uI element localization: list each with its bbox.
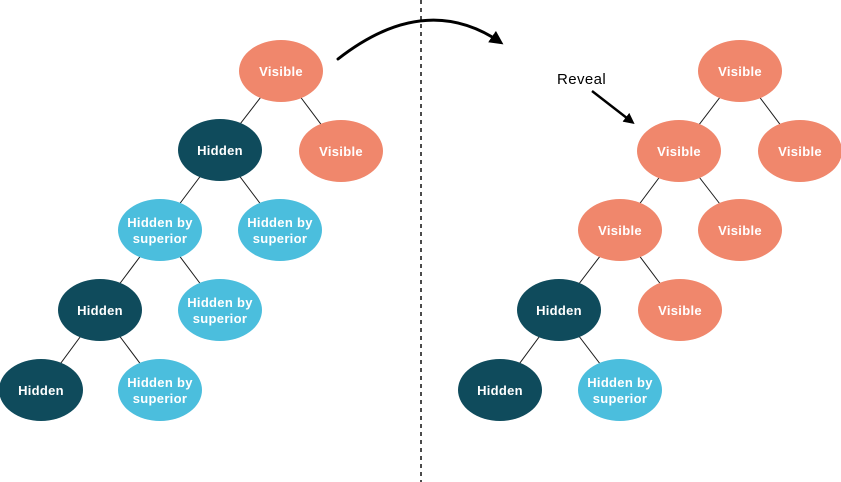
node-ellipse: [698, 40, 782, 102]
tree-node-visible: Visible: [698, 199, 782, 261]
transform-arrow: [336, 18, 504, 61]
node-ellipse: [458, 359, 542, 421]
node-ellipse: [118, 199, 202, 261]
node-label: Hidden: [77, 303, 123, 318]
node-label: Visible: [778, 144, 822, 159]
node-label: Hidden: [18, 383, 64, 398]
tree-node-hidden: Hidden: [517, 279, 601, 341]
node-label: Visible: [319, 144, 363, 159]
node-ellipse: [178, 279, 262, 341]
node-label: Hidden: [477, 383, 523, 398]
tree-node-visible: Visible: [638, 279, 722, 341]
tree-node-hidden: Hidden: [458, 359, 542, 421]
node-label: Visible: [598, 223, 642, 238]
node-ellipse: [698, 199, 782, 261]
tree-node-visible: Visible: [637, 120, 721, 182]
tree-node-hidden: Hidden: [178, 119, 262, 181]
node-ellipse: [238, 199, 322, 261]
node-ellipse: [578, 359, 662, 421]
reveal-label: Reveal: [557, 71, 606, 88]
node-label: Hidden: [197, 143, 243, 158]
tree-node-visible: Visible: [578, 199, 662, 261]
tree-node-visible: Visible: [698, 40, 782, 102]
node-label: Visible: [718, 223, 762, 238]
tree-node-hidden: Hidden: [58, 279, 142, 341]
node-ellipse: [637, 120, 721, 182]
node-ellipse: [58, 279, 142, 341]
reveal-arrow: [591, 90, 635, 125]
node-label: Visible: [259, 64, 303, 79]
node-label: Visible: [657, 144, 701, 159]
node-ellipse: [299, 120, 383, 182]
node-ellipse: [578, 199, 662, 261]
tree-node-visible: Visible: [758, 120, 841, 182]
node-ellipse: [758, 120, 841, 182]
node-ellipse: [239, 40, 323, 102]
node-label: Visible: [718, 64, 762, 79]
node-ellipse: [517, 279, 601, 341]
node-ellipse: [178, 119, 262, 181]
node-ellipse: [0, 359, 83, 421]
node-ellipse: [118, 359, 202, 421]
node-label: Hidden: [536, 303, 582, 318]
node-ellipse: [638, 279, 722, 341]
tree-node-hidden: Hidden: [0, 359, 83, 421]
node-label: Visible: [658, 303, 702, 318]
tree-node-visible: Visible: [239, 40, 323, 102]
tree-node-visible: Visible: [299, 120, 383, 182]
